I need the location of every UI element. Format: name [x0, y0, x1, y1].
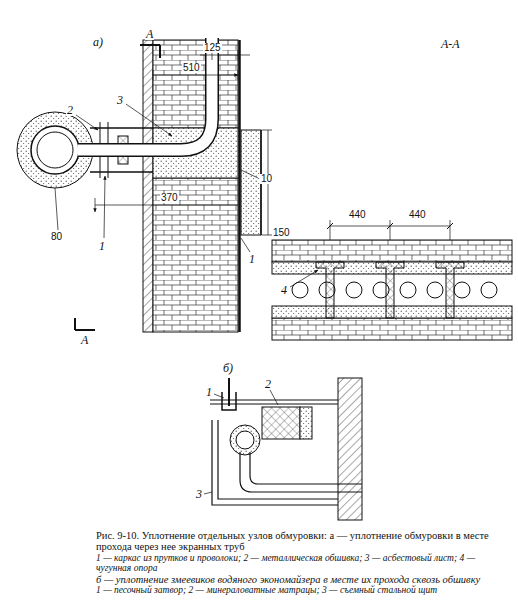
caption-note: 1 — песочный затвор; 2 — минераловатные … — [96, 585, 510, 595]
callout-number: 4 — [280, 284, 288, 296]
figure-caption: Рис. 9-10. Уплотнение отдельных узлов об… — [96, 530, 510, 553]
dimension-label: 150 — [272, 228, 291, 238]
figure-a — [17, 38, 272, 332]
callout-number: 1 — [248, 253, 256, 265]
callout-number: 3 — [116, 94, 124, 106]
callout-number: 2 — [66, 104, 74, 116]
dimension-label: 440 — [348, 210, 367, 220]
dimension-label: 125 — [203, 43, 222, 53]
caption-block: Рис. 9-10. Уплотнение отдельных узлов об… — [96, 530, 510, 595]
section-title: А-А — [440, 38, 461, 50]
part-label: б) — [222, 362, 234, 374]
dimension-label: 440 — [408, 210, 427, 220]
figure-b — [204, 378, 362, 520]
caption-note: б — уплотнение змеевиков водяного эконом… — [96, 574, 510, 585]
section-mark: А — [145, 28, 154, 40]
section-a-a — [272, 220, 512, 340]
caption-note: 1 — каркас из прутков и проволоки; 2 — м… — [96, 553, 510, 574]
dimension-label: 510 — [182, 63, 201, 73]
part-label: а) — [92, 36, 104, 48]
callout-number: 1 — [98, 240, 106, 252]
dimension-label: 10 — [260, 174, 273, 184]
callout-number: 2 — [264, 378, 272, 390]
callout-number: 1 — [205, 386, 213, 398]
dimension-label: 80 — [50, 232, 63, 242]
section-mark: А — [80, 334, 89, 346]
callout-number: 3 — [195, 488, 203, 500]
dimension-label: 370 — [160, 193, 179, 203]
